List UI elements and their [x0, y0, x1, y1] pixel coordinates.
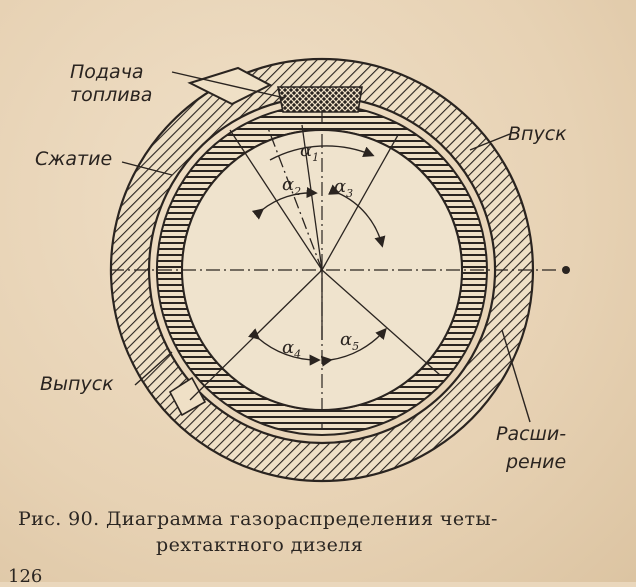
outer-ring: [109, 57, 534, 483]
shaft-end-dot: [562, 266, 570, 274]
figure-caption: Рис. 90. Диаграмма газораспределения чет…: [18, 506, 618, 558]
leader-lines: [121, 71, 531, 423]
caption-line-1: Рис. 90. Диаграмма газораспределения чет…: [18, 508, 498, 530]
label-fuel-supply: Подача: [70, 61, 144, 83]
label-expansion-2: рение: [505, 451, 566, 473]
angle-label-1: α1: [300, 140, 319, 164]
gas-distribution-diagram: α1 α2 α3 α4 α5 Подача топлива Впуск Сжат…: [35, 57, 570, 483]
caption-line-2: рехтактного дизеля: [156, 534, 364, 556]
label-expansion: Расши-: [496, 423, 566, 445]
fuel-injection-zone: [277, 86, 363, 113]
ring-step-lower-left: [168, 376, 207, 417]
angle-label-4: α4: [282, 337, 301, 361]
label-compression: Сжатие: [35, 148, 112, 170]
angle-label-5: α5: [340, 329, 359, 353]
label-fuel-supply-2: топлива: [70, 84, 152, 106]
centre-lines: [110, 110, 560, 430]
label-intake: Впуск: [508, 123, 567, 145]
angle-label-2: α2: [282, 174, 301, 198]
page-number: 126: [8, 566, 43, 587]
label-exhaust: Выпуск: [40, 373, 114, 395]
angle-label-3: α3: [334, 176, 353, 200]
angle-arcs: [247, 145, 387, 367]
